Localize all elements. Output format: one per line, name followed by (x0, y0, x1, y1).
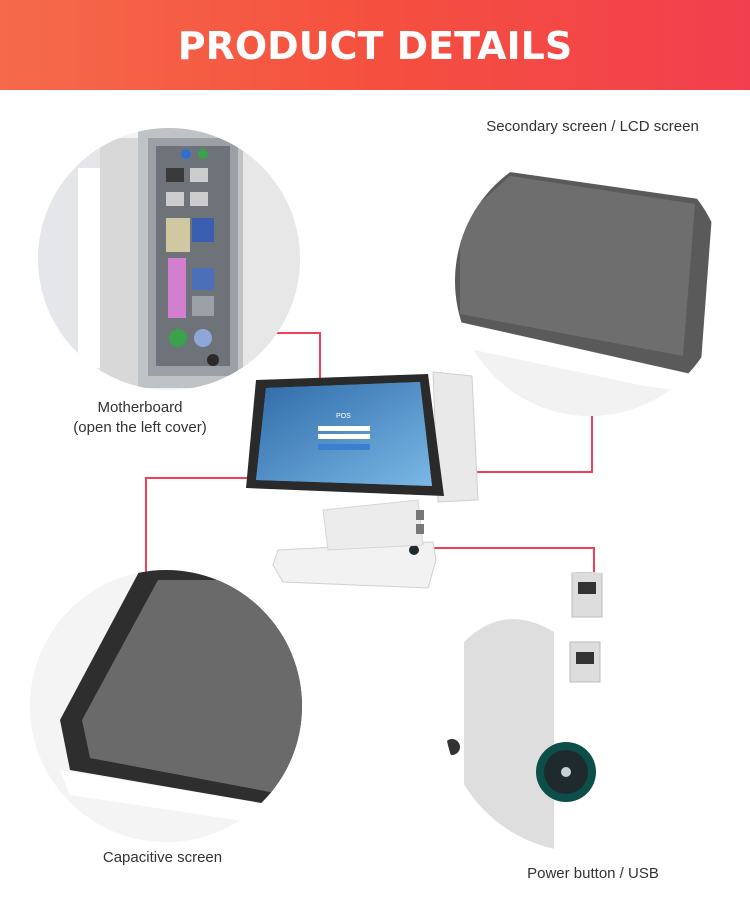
power-usb-label: Power button / USB (527, 865, 659, 882)
connector-motherboard (262, 332, 321, 388)
motherboard-label-line2: (open the left cover) (73, 419, 207, 436)
connector-secondary-screen (470, 400, 593, 473)
motherboard-label: Motherboard (open the left cover) (40, 398, 240, 438)
motherboard-label-line1: Motherboard (97, 399, 183, 416)
screen-brand-text: POS (336, 413, 351, 420)
power-usb-photo (444, 572, 724, 852)
secondary-screen-photo (455, 146, 725, 416)
pos-terminal-image: POS (246, 371, 479, 589)
connector-capacitive-screen (145, 477, 252, 576)
motherboard-photo (38, 128, 300, 390)
capacitive-screen-photo (30, 570, 302, 842)
header-banner: PRODUCT DETAILS (0, 0, 750, 90)
capacitive-screen-label: Capacitive screen (102, 849, 223, 866)
secondary-screen-label: Secondary screen / LCD screen (486, 118, 699, 135)
page-title: PRODUCT DETAILS (177, 24, 573, 68)
